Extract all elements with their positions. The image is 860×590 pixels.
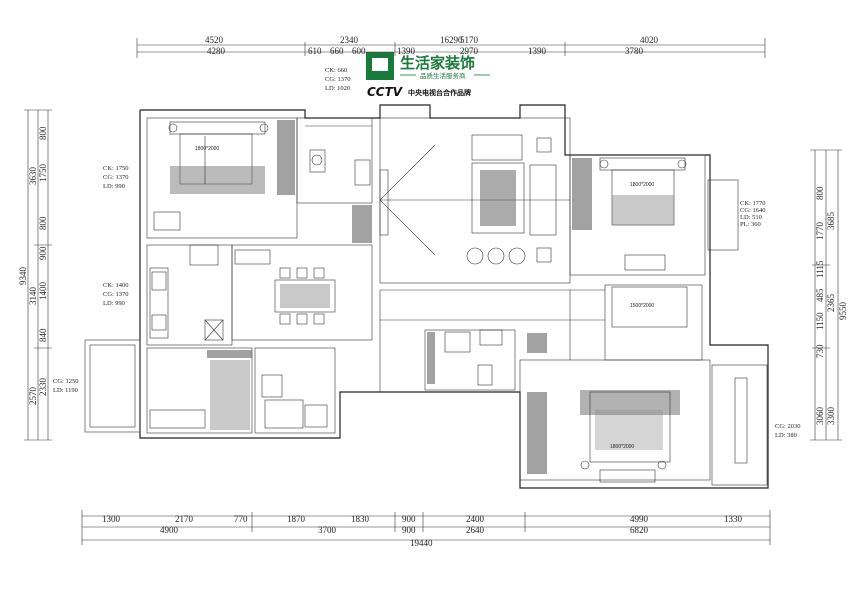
dim-right-1: 800 [815,186,825,200]
living-room [379,134,570,265]
dim-bottom2-5: 6820 [630,525,649,535]
bed-3-size: 1500*2000 [630,303,654,309]
dim-top2-4: 600 [352,46,366,56]
dim-left-2: 1750 [38,164,48,183]
left-dimensions: 9340 3630 3140 2570 800 1750 800 900 140… [18,109,52,441]
note-left-low-2: LD: 1190 [53,387,78,394]
dim-bottom2-3: 900 [402,525,416,535]
dim-left-total: 9340 [18,267,28,286]
dim-bottom-4: 1870 [287,514,306,524]
dim-top-total: 16290 [440,35,463,45]
note-right-upper-3: LD: 510 [740,214,762,221]
dim-left-1: 800 [38,126,48,140]
cctv-logo: CCTV [367,85,404,99]
walls [84,104,769,489]
dim-bottom-8: 4990 [630,514,649,524]
dim-right-outer-3: 3300 [826,407,836,426]
note-left-low-1: CG: 1250 [53,378,78,385]
note-left-upper-1: CK: 1750 [103,165,128,172]
dim-top2-3: 660 [330,46,344,56]
dim-left-7: 2330 [38,378,48,397]
note-right-upper-1: CK: 1770 [740,200,765,207]
dim-right-7: 3060 [815,407,825,426]
dim-right-outer-2: 2365 [826,294,836,313]
bedroom-4: 1800*2000 [580,377,748,483]
dim-bottom-9: 1330 [724,514,743,524]
dim-left-outer-2: 3140 [28,287,38,306]
note-top-2: CG: 1370 [325,76,350,83]
note-top-1: CK: 660 [325,67,347,74]
note-right-low-2: LD: 380 [775,432,797,439]
dim-right-4: 485 [815,288,825,302]
note-right-upper-2: CG: 1640 [740,207,765,214]
dim-bottom2-1: 4900 [160,525,179,535]
dim-left-5: 1400 [38,282,48,301]
dim-top-1: 4520 [205,35,224,45]
curtains [207,120,592,474]
bedroom-1: 1800*2000 [153,121,269,231]
note-left-mid-2: CG: 1370 [103,291,128,298]
window-notes: CK: 660 CG: 1370 LD: 1020 CK: 1750 CG: 1… [53,67,800,439]
bathroom-mid [444,329,503,386]
dim-bottom-1: 1300 [102,514,121,524]
dim-bottom-3: 770 [234,514,248,524]
bed-1-size: 1800*2000 [195,146,219,152]
dim-bottom2-2: 3700 [318,525,337,535]
note-left-upper-2: CG: 1370 [103,174,128,181]
dim-bottom-7: 2400 [466,514,485,524]
kitchen [149,244,224,341]
bed-4-size: 1800*2000 [610,444,634,450]
dim-top2-1: 4280 [207,46,226,56]
note-left-mid-1: CK: 1400 [103,282,128,289]
dim-bottom-6: 900 [402,514,416,524]
partner-text: 中央电视台合作品牌 [408,88,471,97]
dim-right-total: 9550 [838,302,848,321]
bedroom-3: 1500*2000 [611,286,688,328]
dim-left-4: 900 [38,246,48,260]
bed-2-size: 1800*2000 [630,182,654,188]
lower-left-rooms [149,360,328,430]
dim-right-outer-1: 3685 [826,212,836,231]
dim-left-outer-1: 3630 [28,167,38,186]
dim-top-4: 4020 [640,35,659,45]
dining [234,249,336,325]
dim-left-3: 800 [38,216,48,230]
brand-name: 生活家装饰 [400,54,475,72]
dim-right-3: 1115 [815,260,825,278]
dim-top2-6: 2970 [460,46,479,56]
note-right-upper-4: PL: 360 [740,221,761,228]
bathroom-top [305,125,372,186]
dim-right-5: 1150 [815,312,825,330]
dim-top-2: 2340 [340,35,359,45]
bottom-dimensions: 1300 2170 770 1870 1830 900 2400 4990 13… [81,510,771,548]
dim-left-outer-3: 2570 [28,387,38,406]
dim-bottom2-4: 2640 [466,525,485,535]
dim-top-3: 5170 [460,35,479,45]
dim-top2-7: 1390 [528,46,547,56]
bedroom-2: 1800*2000 [599,157,687,271]
brand-slogan: 品质生活服务商 [420,71,466,80]
dim-bottom-total: 19440 [410,538,433,548]
note-left-mid-3: LD: 990 [103,300,125,307]
note-right-low-1: CG: 2030 [775,423,800,430]
dim-right-6: 730 [815,344,825,358]
brand-logo: 生活家装饰 品质生活服务商 CCTV 中央电视台合作品牌 [366,52,490,99]
dim-bottom-5: 1830 [351,514,370,524]
dim-top2-2: 610 [308,46,322,56]
note-top-3: LD: 1020 [325,85,350,92]
dim-top2-5: 1390 [397,46,416,56]
dim-top2-8: 3780 [625,46,644,56]
dim-left-6: 840 [38,328,48,342]
note-left-upper-3: LD: 990 [103,183,125,190]
dim-bottom-2: 2170 [175,514,194,524]
top-dimensions: 16290 4520 2340 5170 4020 4280 610 660 6… [136,35,766,58]
dim-right-2: 1770 [815,222,825,241]
right-dimensions: 800 1770 1115 485 1150 730 3060 3685 236… [810,149,848,441]
